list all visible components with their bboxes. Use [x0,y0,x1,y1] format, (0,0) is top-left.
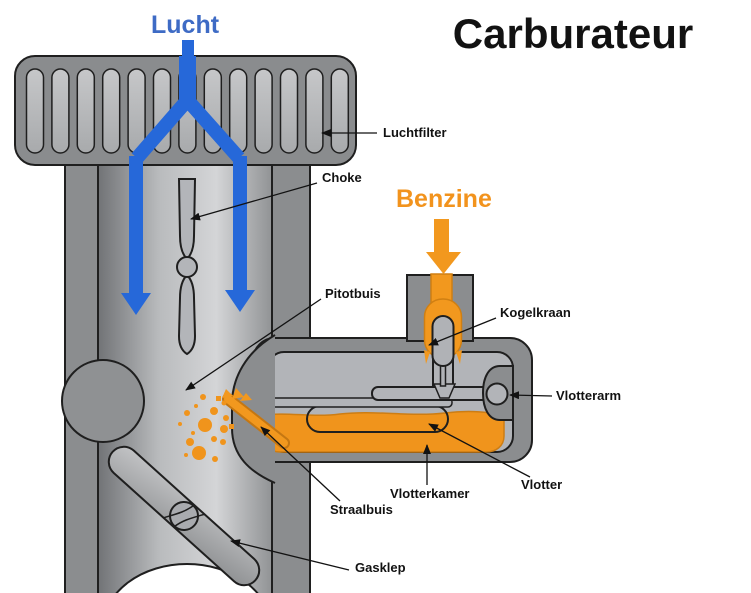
label-straalbuis: Straalbuis [330,502,393,517]
air-flow-label: Lucht [151,11,220,39]
leader-vlotterarm [509,391,553,400]
leader-kogelkraan [428,317,497,346]
diagram-title: Carburateur [452,10,694,57]
needle-stem [439,363,447,387]
label-luchtfilter: Luchtfilter [383,125,447,140]
label-vlotterkamer: Vlotterkamer [390,486,470,501]
label-gasklep: Gasklep [355,560,406,575]
float-arm-pivot [485,382,509,406]
leader-vlotter [428,423,531,478]
leader-pitotbuis [185,298,322,391]
label-choke: Choke [322,170,362,185]
leader-choke [190,182,318,221]
venturi-bulge [61,359,145,443]
throttle-valve [107,445,261,587]
jet-tube [222,388,290,449]
leader-gasklep [230,539,350,571]
fuel-flow-arrow [426,219,461,274]
label-vlotterarm: Vlotterarm [556,388,622,403]
ball-valve [431,315,455,367]
choke-valve [176,178,198,356]
label-pitotbuis: Pitotbuis [325,286,381,301]
label-kogelkraan: Kogelkraan [500,305,571,320]
label-vlotter: Vlotter [521,477,563,492]
fuel-spray-droplets [178,394,234,462]
leader-straalbuis [260,426,341,502]
air-arrow-right [225,156,255,312]
air-flow-arrows [121,40,255,315]
fuel-flow-label: Benzine [396,185,492,213]
needle-seat [432,383,457,399]
leader-lines [185,129,553,571]
air-arrow-left [121,156,151,315]
venturi-wall-bulge [232,335,275,483]
